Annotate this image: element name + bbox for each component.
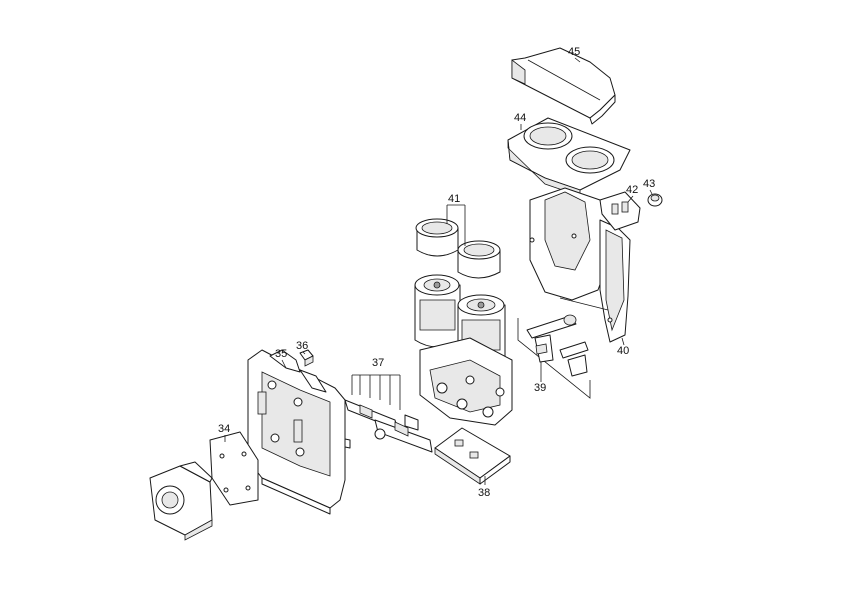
switch-module <box>149 461 213 541</box>
callout-35: 35 <box>275 348 287 360</box>
callout-34: 34 <box>218 423 230 435</box>
part-41-motor-caps <box>415 204 501 279</box>
callout-41: 41 <box>448 193 460 205</box>
part-39-pipe-fittings <box>517 314 591 399</box>
callout-42: 42 <box>626 184 638 196</box>
part-38-bracket <box>434 427 511 485</box>
callout-45: 45 <box>568 46 580 58</box>
part-37-tube-fittings <box>339 374 433 453</box>
part-35-main-housing <box>247 349 346 515</box>
part-40-right-housing <box>529 187 631 343</box>
callout-38: 38 <box>478 487 490 499</box>
part-36-clip <box>299 349 314 367</box>
part-42-terminal-block <box>599 191 641 231</box>
callout-43: 43 <box>643 178 655 190</box>
callout-36: 36 <box>296 340 308 352</box>
pump-assembly <box>414 274 513 426</box>
part-43-cap <box>647 193 663 207</box>
part-44-motor-plate <box>507 117 631 197</box>
callout-44: 44 <box>514 112 526 124</box>
callout-39: 39 <box>534 382 546 394</box>
callout-40: 40 <box>617 345 629 357</box>
callout-37: 37 <box>372 357 384 369</box>
part-45-top-cover <box>511 47 616 125</box>
